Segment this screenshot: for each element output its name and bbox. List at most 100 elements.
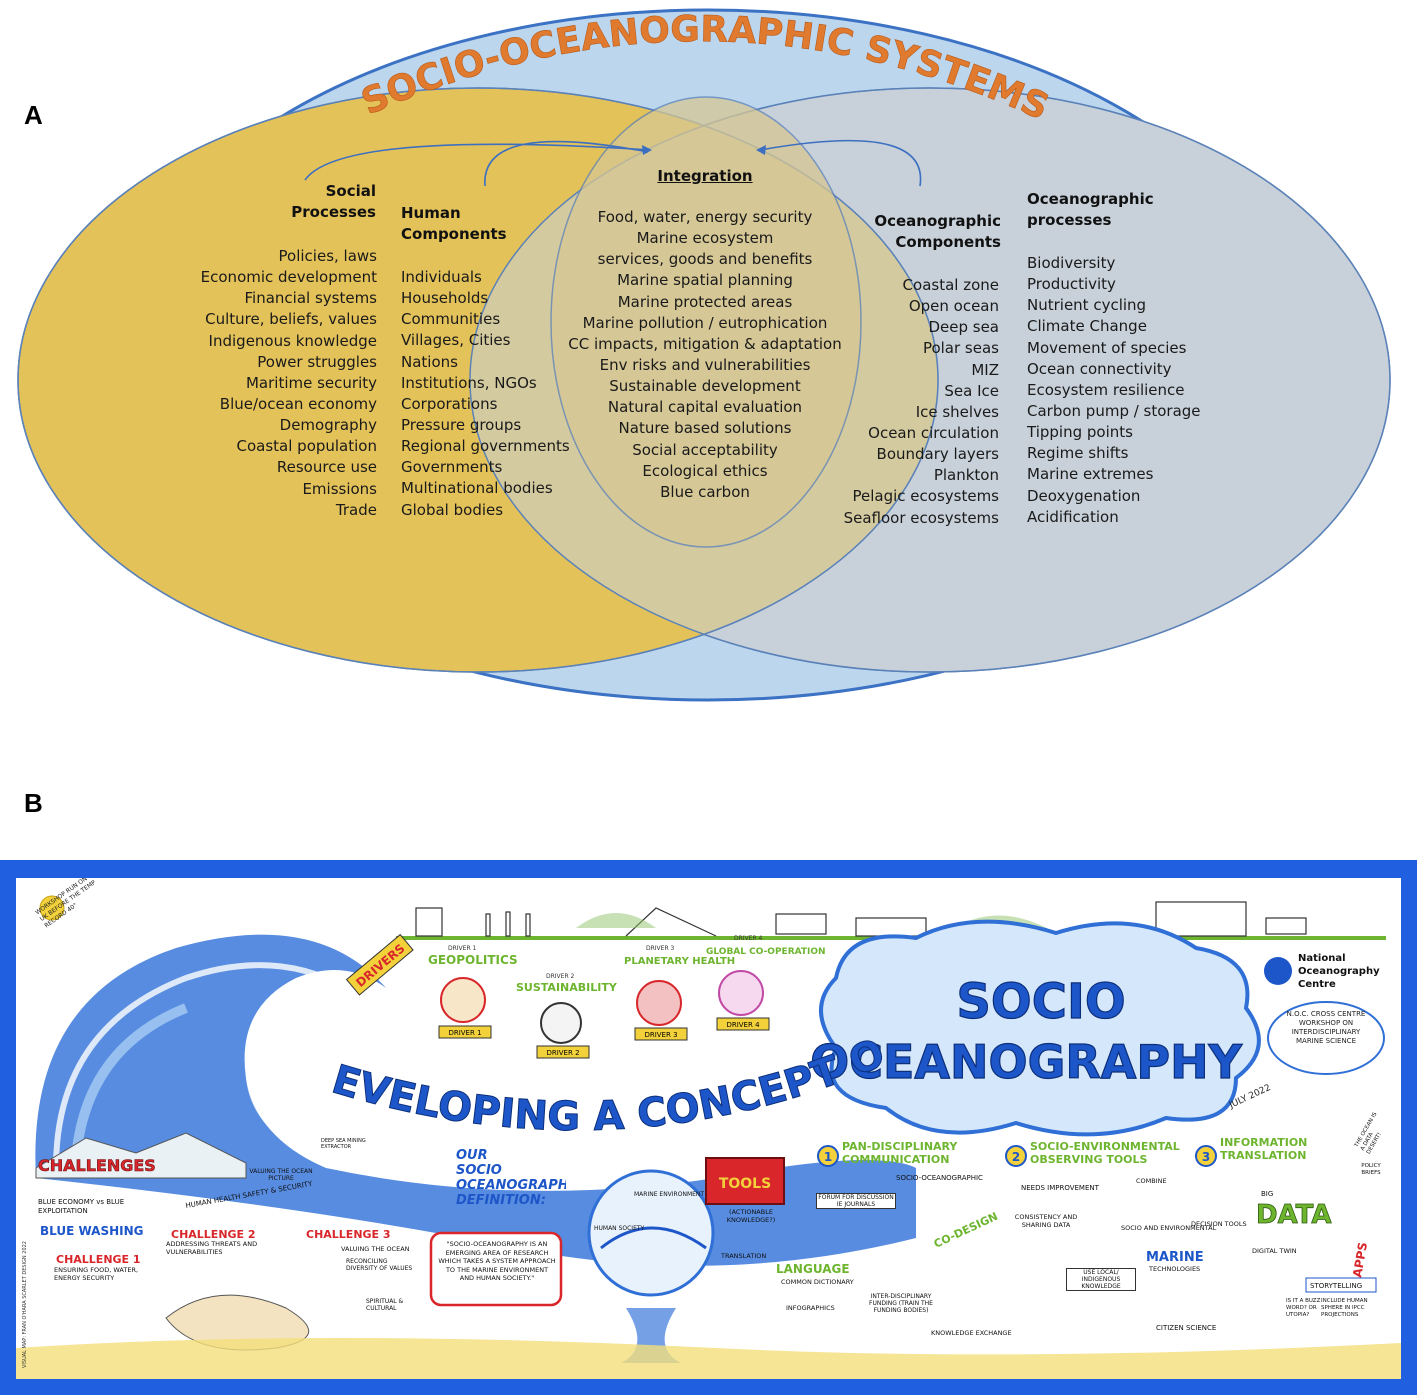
blue-washing: BLUE WASHING — [40, 1224, 144, 1238]
list-item: Indigenous knowledge — [208, 331, 377, 350]
svg-text:DRIVER 4: DRIVER 4 — [726, 1021, 760, 1029]
list-item: CC impacts, mitigation & adaptation — [568, 334, 842, 353]
list-item: Social acceptability — [632, 440, 778, 459]
credit: VISUAL MAP: FRAN O'HARA SCARLET DESIGN 2… — [22, 1241, 28, 1368]
heading-integration: Integration — [657, 167, 753, 185]
actionable-knowledge: (ACTIONABLE KNOWLEDGE?) — [726, 1208, 776, 1224]
list-item: Ocean connectivity — [1027, 359, 1172, 378]
tool-1-title: PAN-DISCIPLINARY COMMUNICATION — [842, 1140, 958, 1166]
definition-box — [429, 1231, 563, 1307]
svg-text:PLANETARY HEALTH: PLANETARY HEALTH — [624, 956, 735, 967]
list-item: Resource use — [276, 458, 377, 477]
challenge-2-title: CHALLENGE 2 — [171, 1228, 256, 1241]
tool-2-title: SOCIO-ENVIRONMENTAL OBSERVING TOOLS — [1030, 1140, 1180, 1166]
language-label: LANGUAGE — [776, 1262, 850, 1276]
list-item: Ecosystem resilience — [1027, 380, 1185, 399]
dictionary-label: COMMON DICTIONARY — [781, 1278, 854, 1286]
list-item: Acidification — [1027, 507, 1119, 526]
coastal-skyline — [415, 901, 1307, 937]
list-item: Marine pollution / eutrophication — [582, 313, 828, 332]
challenge-1-text: ENSURING FOOD, WATER, ENERGY SECURITY — [54, 1266, 139, 1282]
list-item: Nature based solutions — [618, 419, 792, 438]
sun-icon — [39, 895, 65, 921]
infographics-label: INFOGRAPHICS — [786, 1304, 835, 1312]
list-item: Economic development — [200, 268, 377, 287]
list-item: Financial systems — [244, 289, 378, 308]
list-item: Nations — [401, 352, 458, 371]
arrow-heads — [642, 145, 766, 155]
list-item: Households — [401, 289, 489, 308]
deep-sea-note: DEEP SEA MINING EXTRACTOR — [321, 1138, 366, 1150]
list-item: Nutrient cycling — [1027, 296, 1147, 315]
translation-label: TRANSLATION — [720, 1252, 766, 1260]
list-item: Plankton — [933, 466, 999, 485]
list-item: MIZ — [971, 360, 999, 379]
list-item: Demography — [279, 416, 377, 435]
integration-arrows — [304, 139, 922, 187]
svg-text:GEOPOLITICS: GEOPOLITICS — [428, 953, 518, 967]
driver-1: DRIVER 1 GEOPOLITICS DRIVER 1 — [428, 945, 518, 1039]
spiritual-note: SPIRITUAL & CULTURAL — [366, 1298, 404, 1312]
list-item: Sustainable development — [609, 377, 801, 396]
list-item: Food, water, energy security — [597, 208, 813, 226]
challenge-2-text: ADDRESSING THREATS AND VULNERABILITIES — [166, 1240, 258, 1256]
tool-2-number: 2 — [1012, 1150, 1020, 1164]
list-item: Policies, laws — [278, 247, 377, 265]
svg-text:SUSTAINABILITY: SUSTAINABILITY — [516, 981, 618, 994]
list-item: Coastal zone — [902, 276, 999, 294]
list-item: Polar seas — [922, 339, 999, 358]
challenge-1-title: CHALLENGE 1 — [56, 1253, 141, 1266]
socio-oceanography-cloud — [819, 919, 1261, 1137]
citizen-science: CITIZEN SCIENCE — [1156, 1324, 1216, 1332]
storytelling-label: STORYTELLING — [1310, 1282, 1362, 1290]
consistency-note: CONSISTENCY AND SHARING DATA — [1014, 1213, 1078, 1229]
list-item: Villages, Cities — [401, 331, 511, 350]
list-item: Ocean circulation — [868, 423, 999, 442]
list-item: Deep sea — [928, 318, 999, 337]
svg-text:DRIVER 3: DRIVER 3 — [646, 945, 675, 952]
combine-note: COMBINE — [1136, 1177, 1167, 1185]
svg-text:DRIVER 3: DRIVER 3 — [644, 1031, 677, 1039]
tool-3-title: INFORMATION TRANSLATION — [1220, 1136, 1308, 1162]
driver-3: DRIVER 3 PLANETARY HEALTH DRIVER 3 — [624, 945, 735, 1041]
list-item: services, goods and benefits — [597, 250, 813, 269]
co-design-label: CO-DESIGN — [932, 1210, 1000, 1251]
socio-globe — [587, 1169, 715, 1297]
local-knowledge-note: USE LOCAL/ INDIGENOUS KNOWLEDGE — [1066, 1268, 1136, 1291]
globe-human-label: HUMAN SOCIETY — [594, 1225, 645, 1232]
heading-human-components: Human Components — [401, 204, 507, 243]
tool-1-number: 1 — [824, 1150, 832, 1164]
svg-text:DRIVER 2: DRIVER 2 — [546, 973, 575, 980]
funding-note: INTER-DISCIPLINARY FUNDING (TRAIN THE FU… — [869, 1293, 933, 1314]
list-item: Trade — [335, 500, 377, 519]
org-name-3: Centre — [1298, 979, 1336, 990]
org-name-1: National — [1298, 953, 1346, 964]
integration-ellipse — [550, 96, 862, 548]
list-item: Env risks and vulnerabilities — [599, 355, 811, 374]
include-human-note: INCLUDE HUMAN SPHERE IN IPCC PROJECTIONS — [1321, 1298, 1368, 1318]
socio-oceanographic-note: SOCIO-OCEANOGRAPHIC — [896, 1174, 983, 1182]
list-item: Open ocean — [908, 297, 999, 316]
list-item: Culture, beliefs, values — [205, 310, 377, 329]
list-item: Seafloor ecosystems — [843, 508, 999, 527]
heading-social-processes: Social Processes — [291, 182, 376, 221]
list-item: Ice shelves — [915, 402, 999, 421]
challenge-3-title: CHALLENGE 3 — [306, 1228, 391, 1241]
list-item: Corporations — [401, 394, 498, 413]
svg-text:DRIVER 1: DRIVER 1 — [448, 945, 477, 952]
policy-briefs: POLICY BRIEFS — [1361, 1163, 1381, 1176]
list-item: Productivity — [1027, 275, 1116, 294]
challenges-heading: CHALLENGES — [38, 1156, 156, 1175]
list-item: Regional governments — [401, 437, 570, 456]
big-wave — [35, 934, 916, 1266]
noc-workshop-note: N.O.C. CROSS CENTRE WORKSHOP ON INTERDIS… — [1286, 1010, 1366, 1045]
list-item: Marine ecosystem — [636, 229, 774, 248]
tools-label: TOOLS — [719, 1176, 771, 1192]
heading-oceanographic-processes: Oceanographic processes — [1027, 190, 1154, 229]
list-item: Natural capital evaluation — [607, 398, 803, 417]
reconciling-note: RECONCILING DIVERSITY OF VALUES — [346, 1258, 413, 1272]
blue-economy-note: BLUE ECONOMY vs BLUE EXPLOITATION — [38, 1198, 125, 1215]
